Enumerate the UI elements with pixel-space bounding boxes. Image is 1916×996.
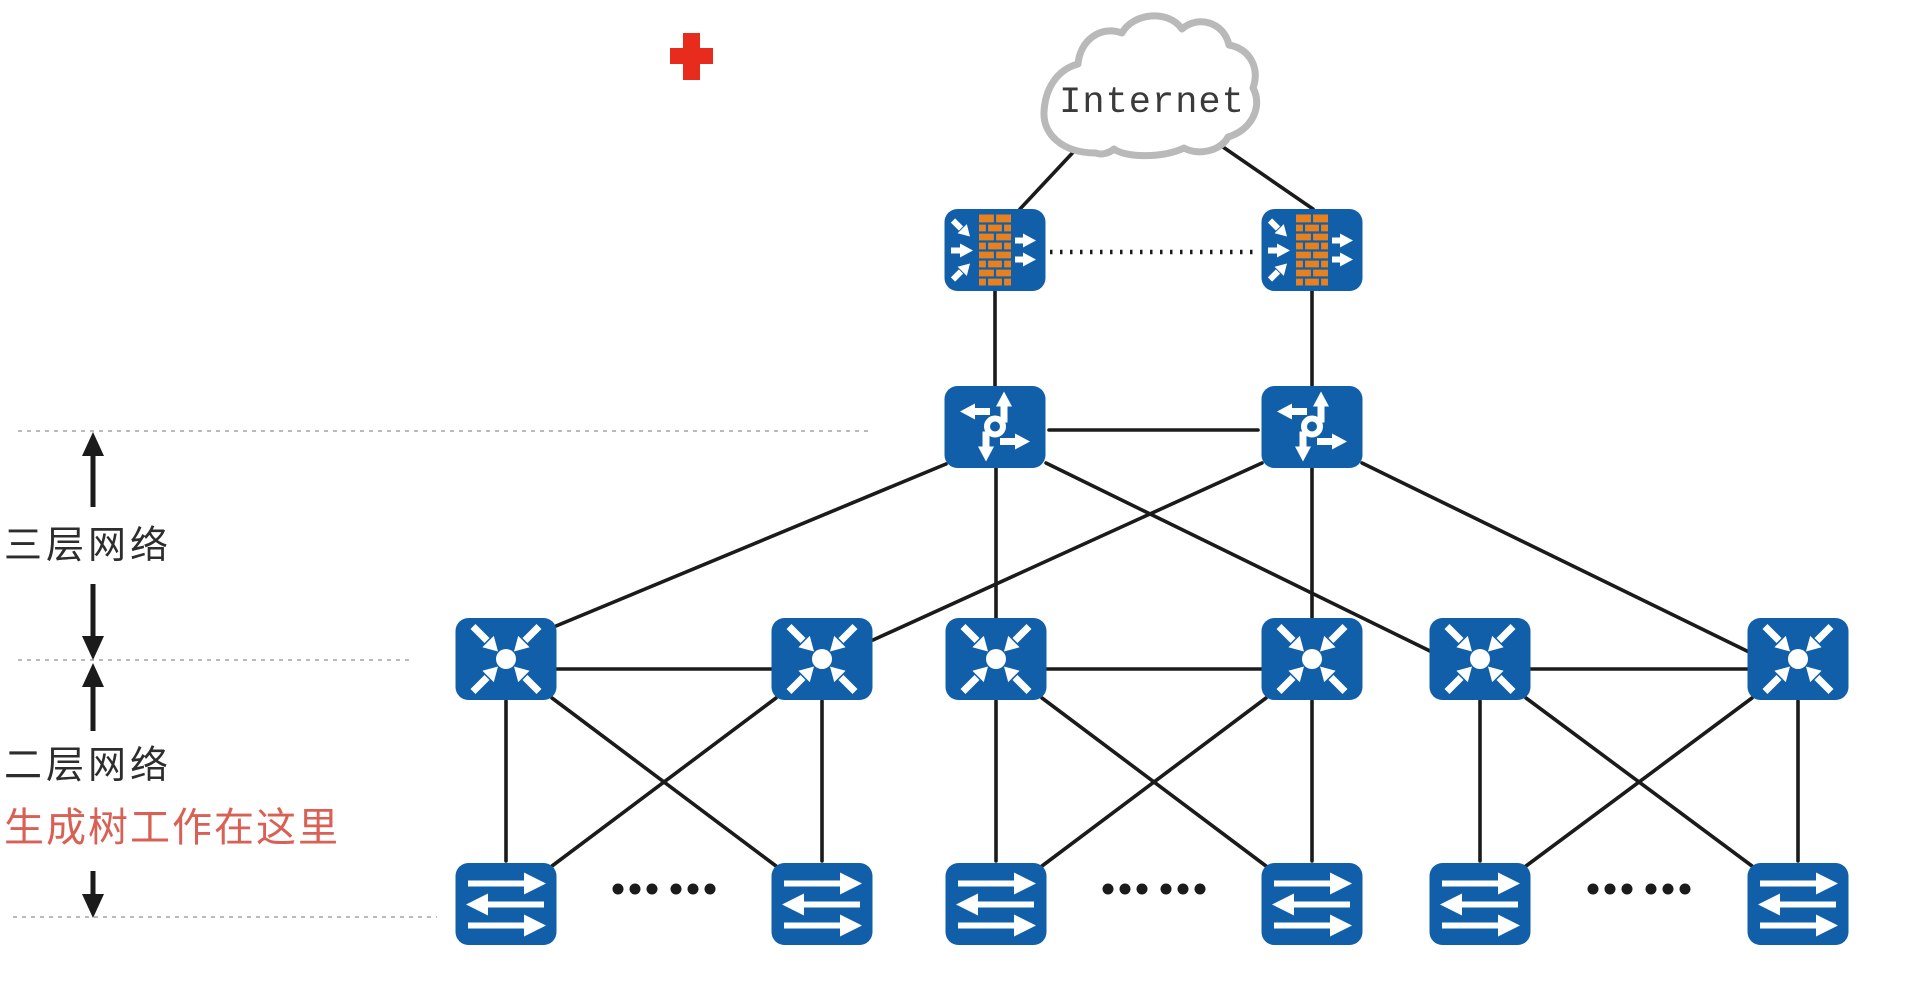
l2-switch-icon bbox=[1429, 863, 1531, 945]
access-switch-4 bbox=[1261, 863, 1363, 945]
l3-switch-icon bbox=[1748, 618, 1849, 700]
router-icon bbox=[1262, 386, 1363, 468]
access-switch-2 bbox=[771, 863, 873, 945]
link-agg-switch-2-access-switch-1 bbox=[550, 696, 778, 868]
l3-switch-icon bbox=[1430, 618, 1531, 700]
layer3-span-arrow-up bbox=[82, 432, 104, 507]
topology-links bbox=[504, 145, 1800, 868]
layer-boundary-guides bbox=[13, 430, 869, 918]
link-internet-firewall-1 bbox=[1018, 145, 1080, 211]
firewall-icon bbox=[1262, 209, 1363, 291]
firewall-icon bbox=[945, 209, 1046, 291]
label-layer2-network: 二层网络 bbox=[4, 745, 173, 787]
link-core-router-1-agg-switch-1 bbox=[554, 462, 948, 628]
router-icon bbox=[945, 386, 1046, 468]
layer3-span-arrow-down bbox=[82, 584, 104, 660]
agg-switch-3 bbox=[946, 618, 1047, 700]
core-router-1 bbox=[945, 386, 1046, 468]
label-layer3-network: 三层网络 bbox=[4, 525, 173, 567]
core-router-2 bbox=[1262, 386, 1363, 468]
access-switch-5 bbox=[1429, 863, 1531, 945]
red-cross-marker bbox=[670, 33, 713, 80]
firewall-1 bbox=[945, 209, 1046, 291]
internet-cloud: Internet bbox=[1040, 12, 1261, 160]
l2-switch-icon bbox=[945, 863, 1047, 945]
l3-switch-icon bbox=[456, 618, 557, 700]
agg-switch-4 bbox=[1262, 618, 1363, 700]
l2-switch-icon bbox=[1261, 863, 1363, 945]
l2-switch-icon bbox=[771, 863, 873, 945]
link-agg-switch-4-access-switch-3 bbox=[1040, 696, 1268, 868]
cloud-shape bbox=[1040, 12, 1261, 160]
more-switches-ellipsis-groups bbox=[612, 883, 1691, 895]
link-core-router-2-agg-switch-6 bbox=[1360, 461, 1751, 654]
internet-label: Internet bbox=[1059, 82, 1245, 124]
link-internet-firewall-2 bbox=[1221, 145, 1315, 211]
agg-switch-1 bbox=[456, 618, 557, 700]
more-switches-dots bbox=[1102, 883, 1206, 895]
l2-switch-icon bbox=[455, 863, 557, 945]
more-switches-dots bbox=[1587, 883, 1691, 895]
access-switch-1 bbox=[455, 863, 557, 945]
l2-switch-icon bbox=[1747, 863, 1849, 945]
link-agg-switch-6-access-switch-5 bbox=[1524, 696, 1754, 868]
access-switch-6 bbox=[1747, 863, 1849, 945]
agg-switch-5 bbox=[1430, 618, 1531, 700]
topology-nodes bbox=[456, 209, 1849, 945]
more-switches-dots bbox=[612, 883, 716, 895]
link-core-router-2-agg-switch-2 bbox=[871, 461, 1264, 642]
label-spanning-tree-note: 生成树工作在这里 bbox=[4, 806, 340, 850]
layer2-span-arrow-down bbox=[82, 871, 104, 918]
l3-switch-icon bbox=[772, 618, 873, 700]
link-core-router-1-agg-switch-5 bbox=[1044, 461, 1432, 653]
firewall-2 bbox=[1262, 209, 1363, 291]
layer2-span-arrow-up bbox=[82, 663, 104, 731]
agg-switch-6 bbox=[1748, 618, 1849, 700]
agg-switch-2 bbox=[772, 618, 873, 700]
l3-switch-icon bbox=[1262, 618, 1363, 700]
access-switch-3 bbox=[945, 863, 1047, 945]
l3-switch-icon bbox=[946, 618, 1047, 700]
